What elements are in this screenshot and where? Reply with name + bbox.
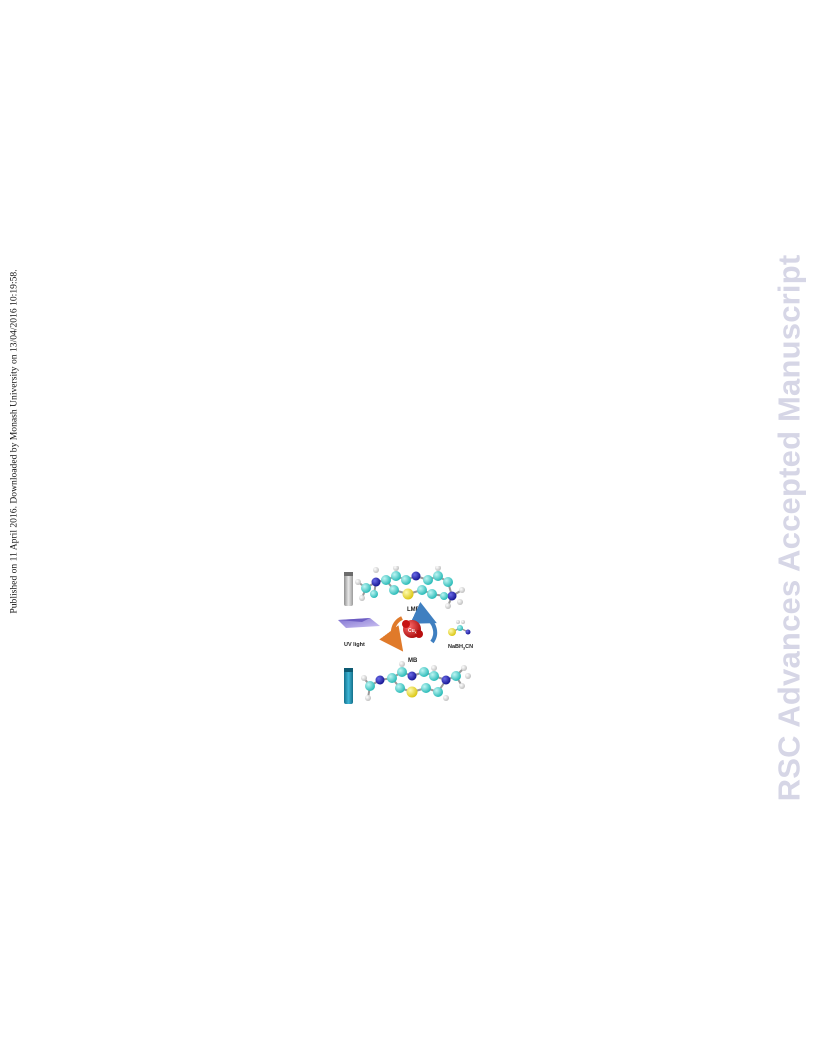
journal-watermark: RSC Advances Accepted Manuscript [766, 255, 812, 802]
label-lmb: LMB [407, 607, 421, 613]
label-nabh3cn: NaBH3CN [448, 644, 473, 651]
catalyst-label: Cux [408, 628, 417, 635]
molecule-lmb [355, 566, 465, 609]
arrow-reduction [410, 602, 438, 644]
cu-catalyst: Cux [402, 620, 423, 638]
nabh3cn-molecule [448, 620, 471, 636]
figure-svg: LMB UV light Cux NaBH3CN MB [338, 566, 473, 704]
watermark-text: RSC Advances Accepted Manuscript [771, 254, 807, 802]
vial-blue [344, 668, 353, 704]
label-mb: MB [408, 658, 418, 664]
molecule-mb [361, 661, 471, 701]
graphical-abstract-figure: LMB UV light Cux NaBH3CN MB [336, 566, 482, 710]
vial-colorless [344, 572, 353, 606]
uv-light-beam [338, 618, 380, 628]
download-notice-text: Published on 11 April 2016. Downloaded b… [8, 268, 20, 614]
download-notice: Published on 11 April 2016. Downloaded b… [4, 249, 24, 633]
arrow-oxidation [379, 616, 404, 652]
label-uv-light: UV light [344, 642, 365, 648]
